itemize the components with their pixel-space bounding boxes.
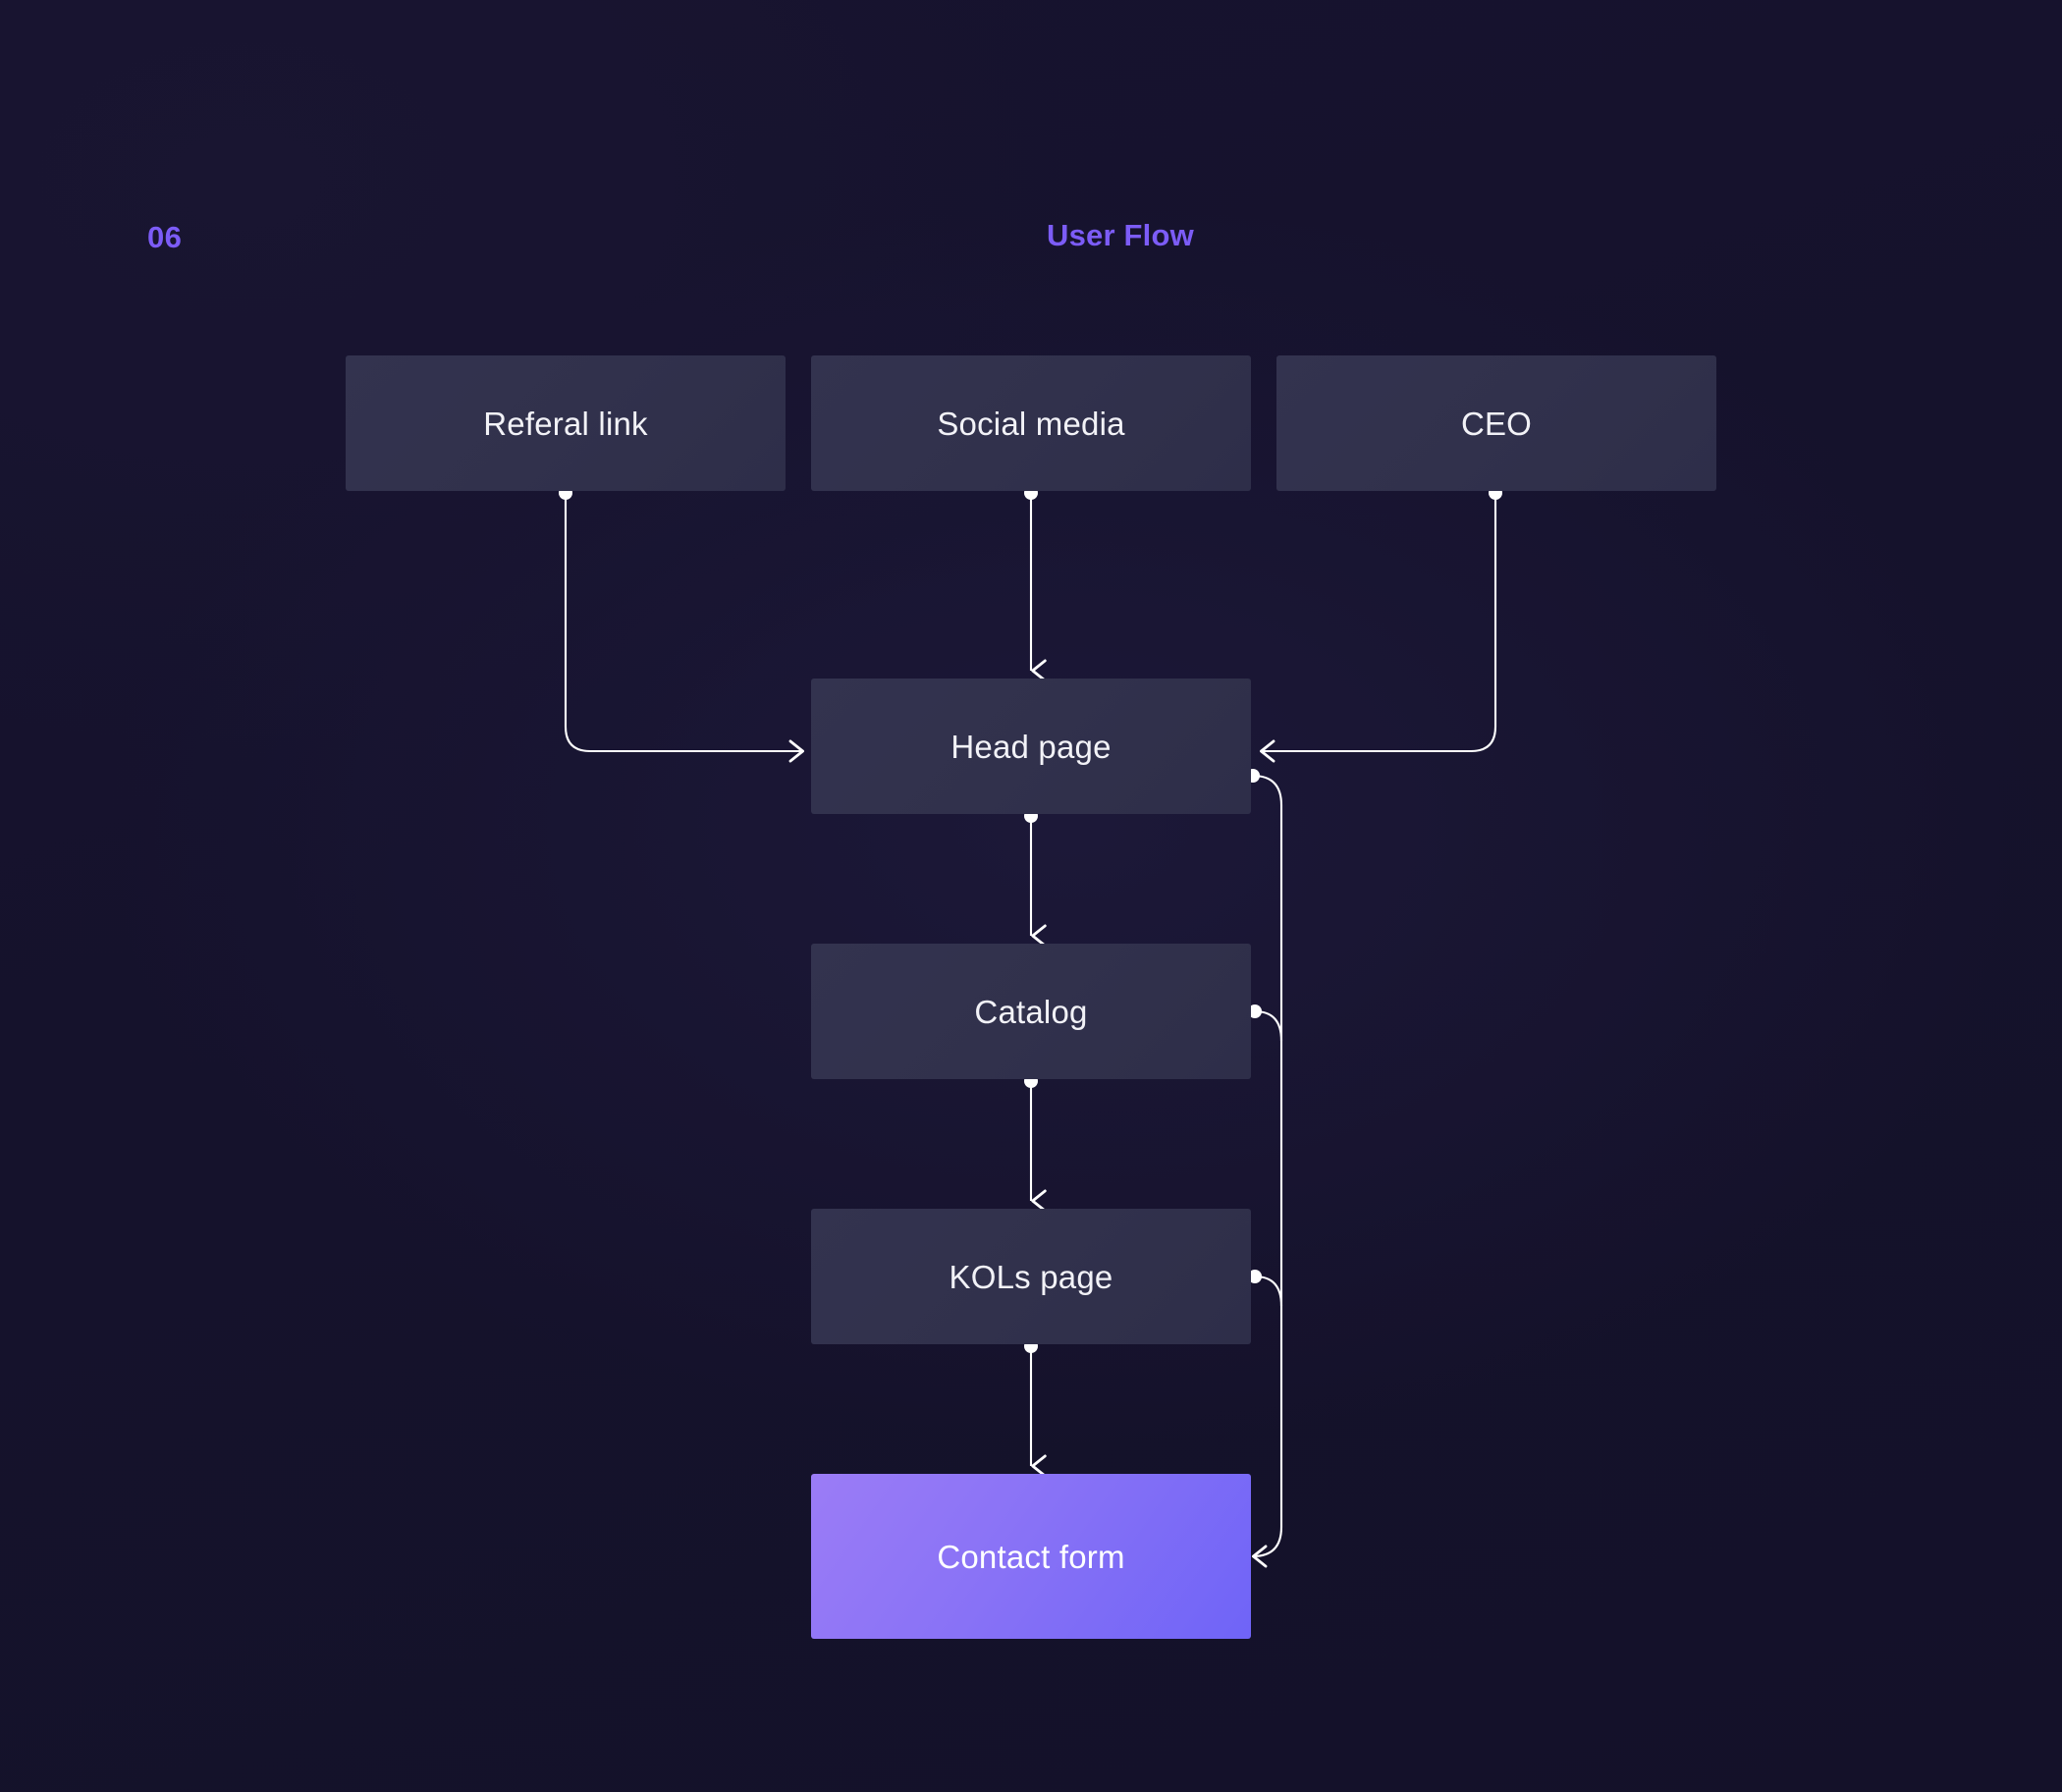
node-label: Contact form: [937, 1538, 1125, 1575]
slide-number: 06: [147, 220, 183, 254]
node-label: Head page: [950, 728, 1112, 765]
node-label: Referal link: [483, 405, 648, 442]
node-label: Catalog: [974, 993, 1088, 1030]
node-contact-form[interactable]: Contact form: [811, 1474, 1251, 1639]
edge-catalog-to-rail: [1254, 1009, 1283, 1042]
node-ceo[interactable]: CEO: [1276, 355, 1716, 491]
node-social-media[interactable]: Social media: [811, 355, 1251, 491]
node-catalog[interactable]: Catalog: [811, 944, 1251, 1079]
node-kols-page[interactable]: KOLs page: [811, 1209, 1251, 1344]
edge-kols-to-rail: [1254, 1275, 1283, 1307]
node-label: CEO: [1460, 405, 1533, 442]
edge-referal-to-head: [564, 493, 804, 763]
node-label: KOLs page: [949, 1258, 1113, 1295]
node-head-page[interactable]: Head page: [811, 679, 1251, 814]
page-title: User Flow: [1047, 218, 1194, 252]
edge-head-to-contact-rail: [1252, 774, 1283, 1568]
edge-ceo-to-head: [1260, 493, 1497, 763]
node-referal-link[interactable]: Referal link: [346, 355, 786, 491]
node-label: Social media: [937, 405, 1125, 442]
